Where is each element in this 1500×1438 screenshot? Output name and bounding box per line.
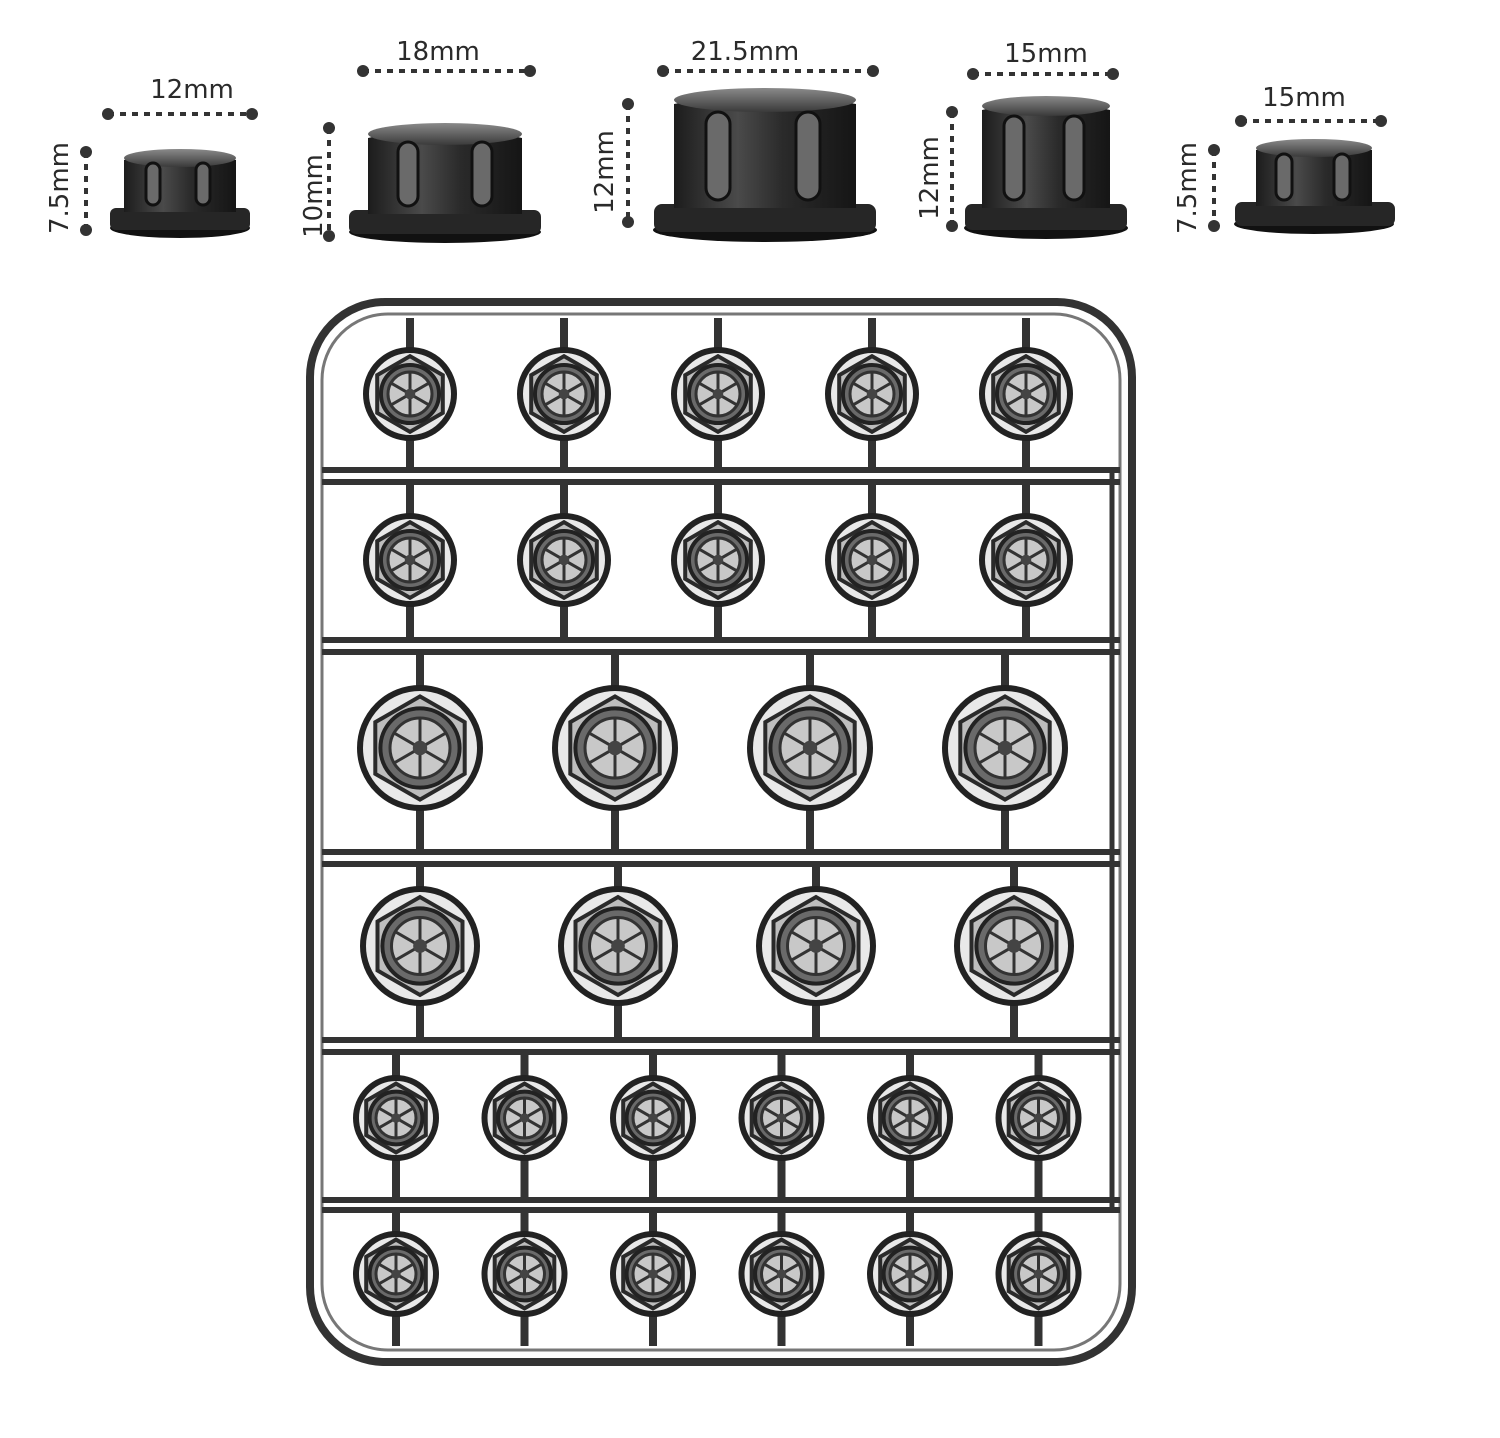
nut-top-view — [671, 347, 765, 441]
height-label-1: 7.5mm — [45, 142, 75, 234]
nut-top-view — [825, 513, 919, 607]
sprue-nuts — [353, 347, 1082, 1317]
height-dimension-2: 10mm — [299, 122, 335, 242]
sprue-rails — [322, 318, 1120, 1346]
nut-top-view — [481, 1231, 568, 1317]
height-dimension-1: 7.5mm — [45, 142, 92, 236]
height-dimension-5: 7.5mm — [1173, 142, 1220, 234]
height-dimension-4: 12mm — [915, 106, 958, 232]
nut-top-view — [671, 513, 765, 607]
width-label-3: 21.5mm — [691, 37, 800, 67]
nut-top-view — [756, 886, 876, 1006]
nut-side-view-3: 21.5mm 12mm — [590, 37, 879, 242]
nut-side-view-2: 18mm 10mm — [299, 37, 541, 243]
width-dimension-3: 21.5mm — [657, 37, 879, 77]
nut-top-view — [738, 1075, 825, 1161]
height-label-3: 12mm — [590, 130, 620, 214]
nut-top-view — [825, 347, 919, 441]
nut-top-view — [353, 1231, 439, 1317]
width-label-4: 15mm — [1004, 39, 1088, 69]
height-label-5: 7.5mm — [1173, 142, 1203, 234]
nut-top-view — [517, 513, 611, 607]
sprue-frame — [306, 298, 1136, 1366]
nut-top-view — [995, 1075, 1082, 1161]
nut-top-view — [552, 685, 678, 811]
nut-top-view — [747, 685, 873, 811]
height-label-2: 10mm — [299, 154, 329, 238]
nut-top-view — [979, 347, 1073, 441]
nut-top-view — [979, 513, 1073, 607]
nut-top-view — [867, 1231, 953, 1317]
nut-top-view — [942, 685, 1068, 811]
nut-top-view — [357, 685, 483, 811]
height-dimension-3: 12mm — [590, 98, 634, 228]
width-label-1: 12mm — [150, 75, 234, 105]
nut-top-view — [610, 1231, 696, 1317]
nut-top-view — [867, 1075, 953, 1161]
width-label-2: 18mm — [396, 37, 480, 67]
nut-top-view — [558, 886, 678, 1006]
width-dimension-5: 15mm — [1235, 83, 1387, 127]
width-dimension-1: 12mm — [102, 75, 258, 120]
nut-side-view-4: 15mm 12mm — [915, 39, 1128, 239]
width-dimension-2: 18mm — [357, 37, 536, 77]
nut-top-view — [995, 1231, 1082, 1317]
nut-top-view — [610, 1075, 696, 1161]
height-label-4: 12mm — [915, 136, 945, 220]
nut-top-view — [360, 886, 480, 1006]
nut-top-view — [363, 347, 457, 441]
width-label-5: 15mm — [1262, 83, 1346, 113]
nut-top-view — [481, 1075, 568, 1161]
width-dimension-4: 15mm — [967, 39, 1119, 80]
nut-top-view — [517, 347, 611, 441]
nut-top-view — [363, 513, 457, 607]
nut-top-view — [954, 886, 1074, 1006]
nut-top-view — [353, 1075, 439, 1161]
nut-side-view-row: 12mm 7.5mm 18mm 10mm — [45, 37, 1395, 243]
nut-side-view-1: 12mm 7.5mm — [45, 75, 258, 238]
nut-side-view-5: 15mm 7.5mm — [1173, 83, 1395, 234]
nut-top-view — [738, 1231, 825, 1317]
